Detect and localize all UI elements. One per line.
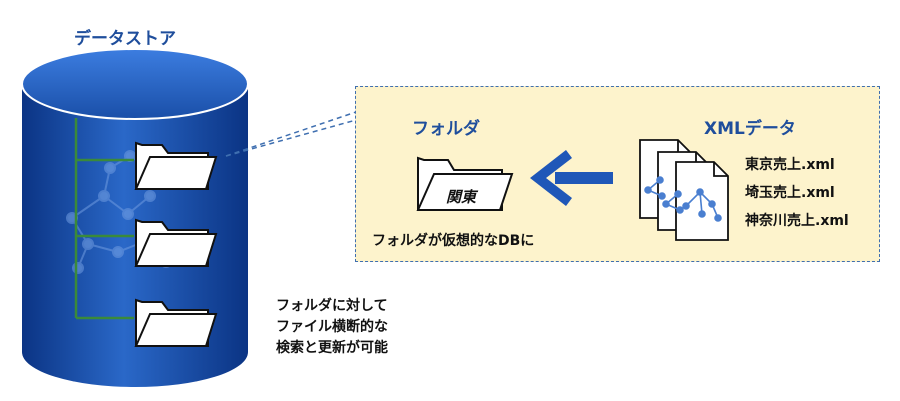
file-name: 埼玉売上.xml xyxy=(745,185,835,201)
note-line: 検索と更新が可能 xyxy=(276,340,388,356)
connector-lines xyxy=(225,111,357,157)
search-update-note: フォルダに対して ファイル横断的な 検索と更新が可能 xyxy=(276,296,388,359)
left-arrow-icon xyxy=(530,150,613,206)
note-line: ファイル横断的な xyxy=(276,319,388,335)
datastore-title: データストア xyxy=(74,29,176,49)
xml-document-icon xyxy=(639,139,729,241)
file-name: 神奈川売上.xml xyxy=(745,213,849,229)
folder-caption: フォルダが仮想的なDBに xyxy=(372,233,535,249)
folder-label: 関東 xyxy=(446,188,477,206)
folder-heading: フォルダ xyxy=(412,119,480,139)
folder-icon xyxy=(134,141,218,190)
xml-data-heading: XMLデータ xyxy=(704,119,796,139)
xml-file-list: 東京売上.xml 埼玉売上.xml 神奈川売上.xml xyxy=(745,151,849,235)
folder-icon xyxy=(134,298,218,347)
folder-icon xyxy=(134,218,218,267)
folder-icon xyxy=(416,156,514,211)
file-name: 東京売上.xml xyxy=(745,157,835,173)
note-line: フォルダに対して xyxy=(276,298,388,314)
